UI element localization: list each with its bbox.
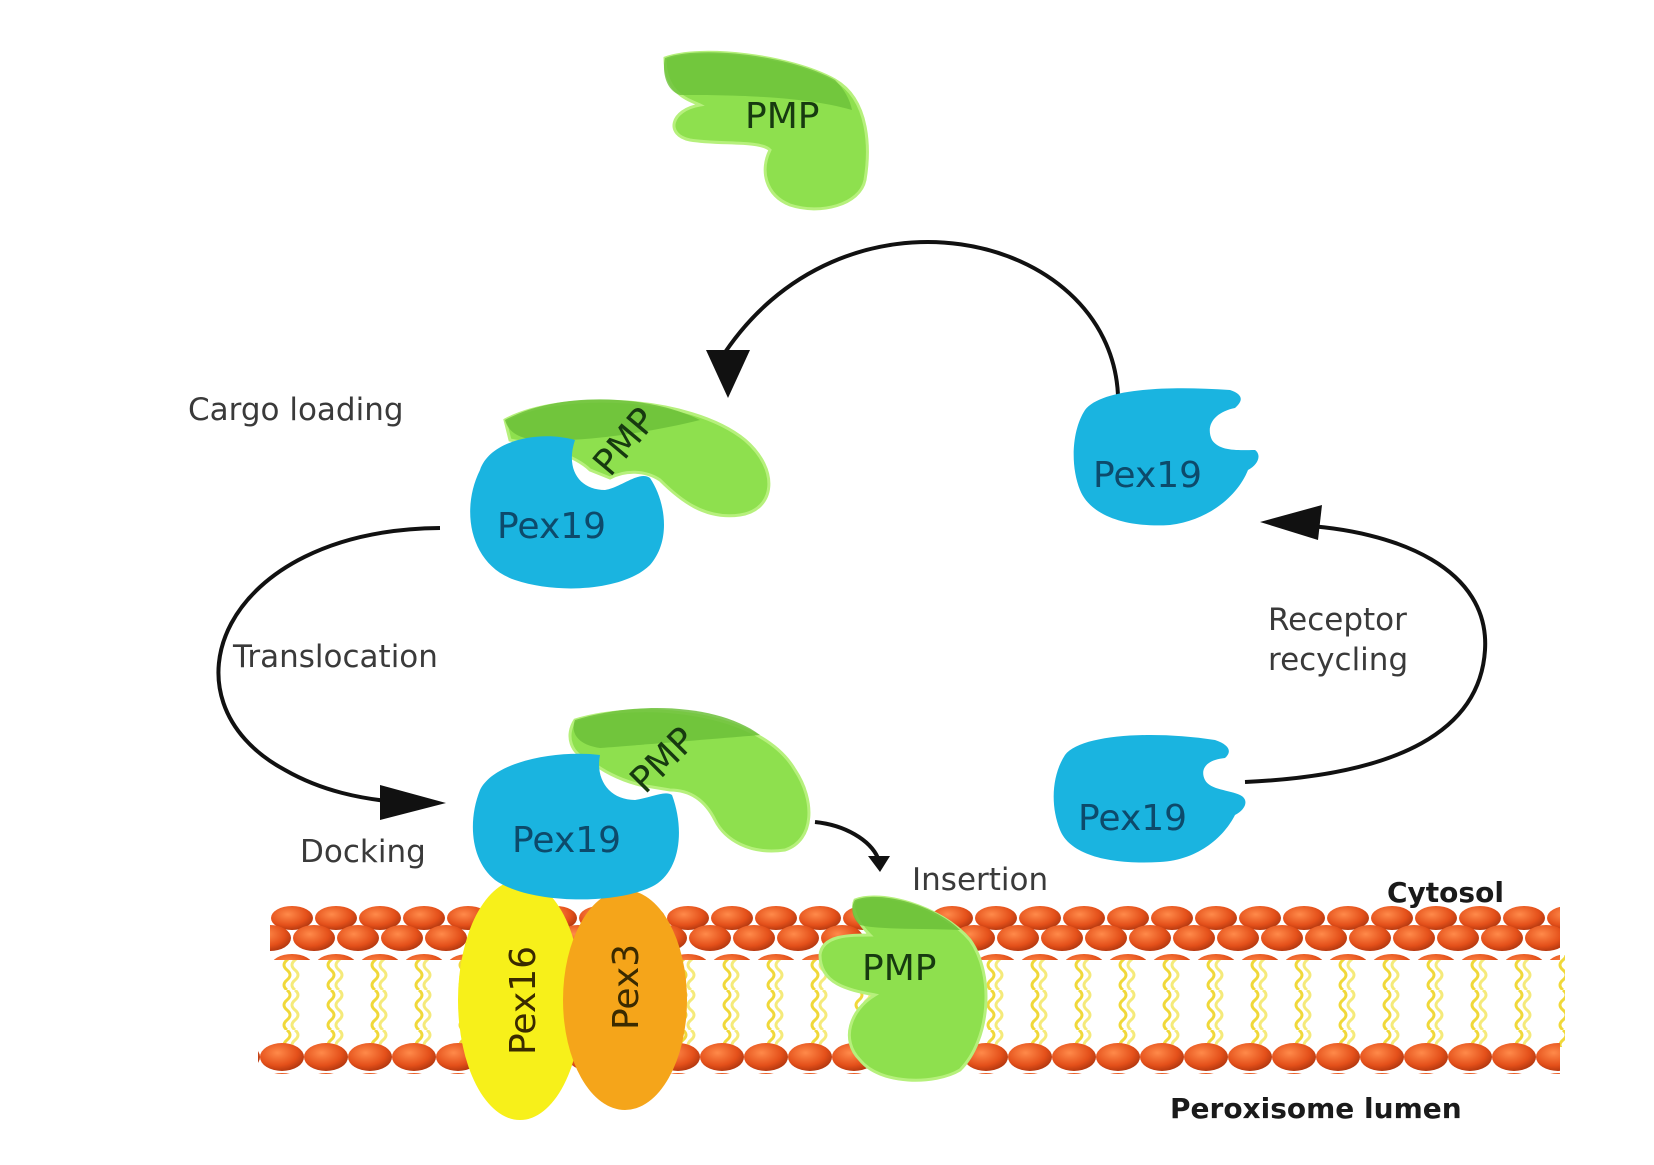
pmp-free: PMP: [663, 50, 869, 211]
arrow-insertion: [814, 820, 880, 859]
pex19-label-cargo: Pex19: [497, 506, 606, 547]
pmp-inserted-shape: [818, 895, 988, 1082]
pex19-released-shape: [1053, 735, 1246, 863]
pmp-inserted: PMP: [818, 895, 988, 1082]
pex3-label: Pex3: [606, 944, 647, 1030]
pex3-shape: [563, 890, 687, 1110]
pex19-released: Pex19: [1053, 735, 1246, 863]
pex19-docked-shape: [472, 753, 679, 900]
step-label-cargo-loading: Cargo loading: [188, 392, 404, 428]
arrow-receptor-recycling: [1244, 523, 1488, 784]
pex19-label-docked: Pex19: [512, 820, 621, 861]
cargo-loading-complex: PMP Pex19: [470, 399, 771, 589]
pmp-label-inserted: PMP: [862, 948, 936, 989]
arrow-to-cargo-loading: [717, 240, 1120, 396]
pex16-label: Pex16: [503, 946, 544, 1055]
pex19-recycled: Pex19: [1073, 388, 1259, 526]
pex16-shape: [458, 880, 582, 1120]
step-label-insertion: Insertion: [912, 862, 1048, 898]
arrowhead-receptor-recycling: [1260, 505, 1322, 540]
pex19-label-released: Pex19: [1078, 798, 1187, 839]
arrow-translocation: [216, 526, 441, 805]
step-label-receptor-recycling-1: Receptor: [1268, 602, 1407, 638]
pex19-recycled-shape: [1073, 388, 1259, 526]
compartment-label-cytosol: Cytosol: [1387, 876, 1504, 909]
step-label-docking: Docking: [300, 834, 426, 870]
step-label-receptor-recycling-2: recycling: [1268, 642, 1408, 678]
pex19-label-recycled: Pex19: [1093, 455, 1202, 496]
arrowhead-translocation: [380, 785, 446, 820]
docking-complex: Pex16 Pex3 PMP Pex19: [458, 708, 811, 1120]
step-label-translocation: Translocation: [232, 639, 438, 675]
arrowhead-insertion: [868, 856, 890, 872]
pmp-label-free: PMP: [745, 96, 819, 137]
pex19-shape: [470, 436, 664, 589]
arrowhead-cargo-loading: [706, 350, 750, 398]
compartment-label-lumen: Peroxisome lumen: [1170, 1092, 1462, 1125]
